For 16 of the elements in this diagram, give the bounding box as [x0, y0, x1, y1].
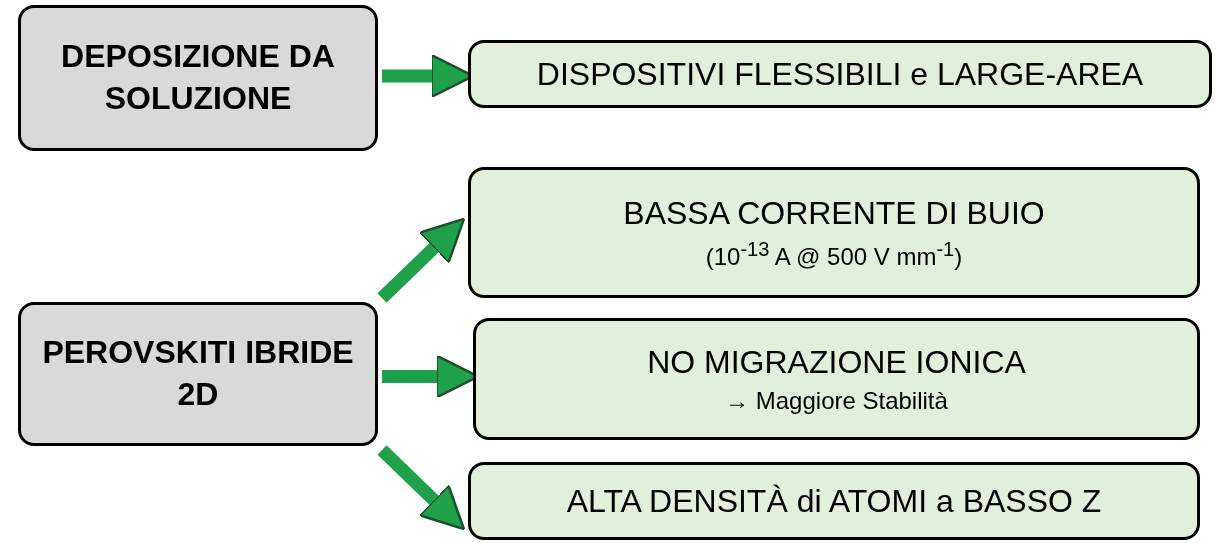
arrow	[377, 217, 466, 303]
result-detail: → Maggiore Stabilità	[725, 386, 948, 415]
topic-box	[18, 302, 378, 446]
topic-box	[18, 5, 378, 151]
topic-label: DEPOSIZIONE DA SOLUZIONE	[60, 37, 336, 118]
arrow	[377, 445, 466, 531]
result-box	[473, 318, 1200, 440]
result-title: ALTA DENSITÀ di ATOMI a BASSO Z	[566, 482, 1102, 520]
result-title: BASSA CORRENTE DI BUIO	[623, 194, 1045, 232]
result-title: NO MIGRAZIONE IONICA	[647, 343, 1026, 381]
result-title: DISPOSITIVI FLESSIBILI e LARGE-AREA	[536, 55, 1144, 93]
result-detail: (10$^{-13}$ A @ 500 V mm$^{-1}$)	[705, 237, 963, 271]
topic-label: PEROVSKITI IBRIDE 2D	[41, 333, 355, 414]
result-box	[468, 40, 1212, 108]
result-box	[468, 462, 1200, 540]
result-box	[468, 167, 1200, 298]
